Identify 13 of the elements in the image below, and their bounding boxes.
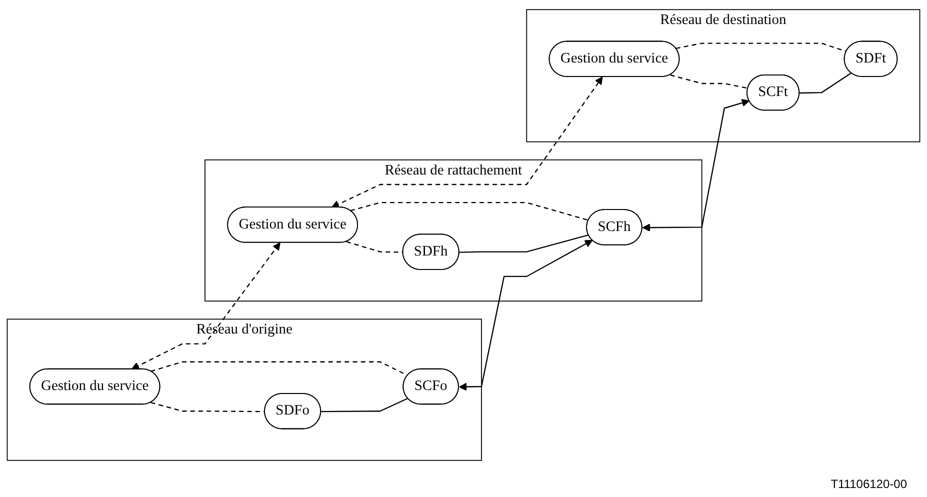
connector — [459, 234, 589, 253]
arrow — [642, 99, 750, 232]
connector — [346, 241, 404, 253]
connector — [350, 202, 589, 221]
connector — [800, 72, 852, 94]
figure-code: T11106120-00 — [830, 477, 907, 491]
arrow — [131, 242, 280, 370]
arrow — [458, 240, 593, 391]
connector — [676, 42, 847, 52]
connector — [321, 398, 408, 412]
connector — [670, 74, 748, 89]
connector — [150, 402, 265, 412]
arrow — [331, 76, 603, 208]
